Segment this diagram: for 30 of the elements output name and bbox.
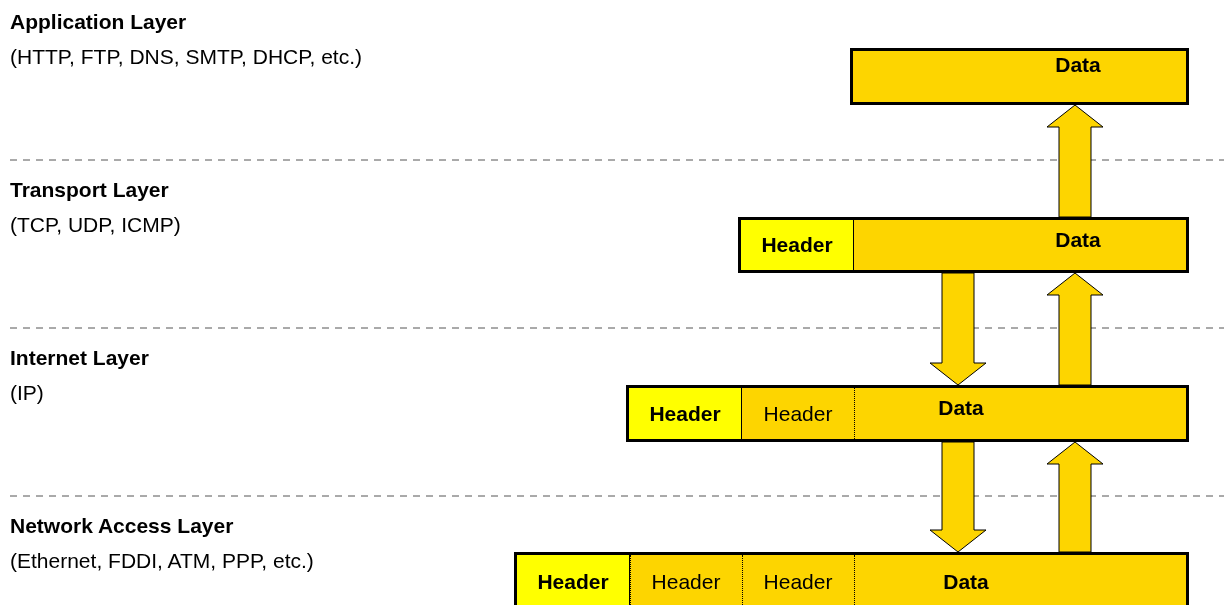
layer-name: Transport Layer [10, 178, 169, 202]
block-arrow [1046, 104, 1104, 218]
data-label: Data [938, 396, 984, 420]
packet-bar [626, 385, 1189, 442]
block-arrow [1046, 441, 1104, 553]
layer-name: Application Layer [10, 10, 187, 34]
packet-bar [514, 552, 1189, 605]
header-label: Header [651, 570, 721, 594]
block-arrow [929, 441, 987, 553]
layer-name: Internet Layer [10, 346, 149, 370]
header-label: Header [763, 570, 833, 594]
data-label: Data [1055, 228, 1101, 252]
data-label: Data [943, 570, 989, 594]
protocol-list: (TCP, UDP, ICMP) [10, 213, 181, 237]
header-label: Header [761, 233, 833, 257]
protocol-list: (IP) [10, 381, 44, 405]
header-field [629, 388, 742, 439]
header-label: Header [537, 570, 609, 594]
header-field [741, 220, 854, 270]
header-label: Header [649, 402, 721, 426]
header-label: Header [763, 402, 833, 426]
block-arrow [929, 272, 987, 386]
packet-bar [738, 217, 1189, 273]
header-field [517, 555, 630, 605]
protocol-list: (HTTP, FTP, DNS, SMTP, DHCP, etc.) [10, 45, 363, 69]
layer-name: Network Access Layer [10, 514, 234, 538]
packet-bar [850, 48, 1189, 105]
block-arrow [1046, 272, 1104, 386]
protocol-list: (Ethernet, FDDI, ATM, PPP, etc.) [10, 549, 314, 573]
data-label: Data [1055, 53, 1101, 77]
